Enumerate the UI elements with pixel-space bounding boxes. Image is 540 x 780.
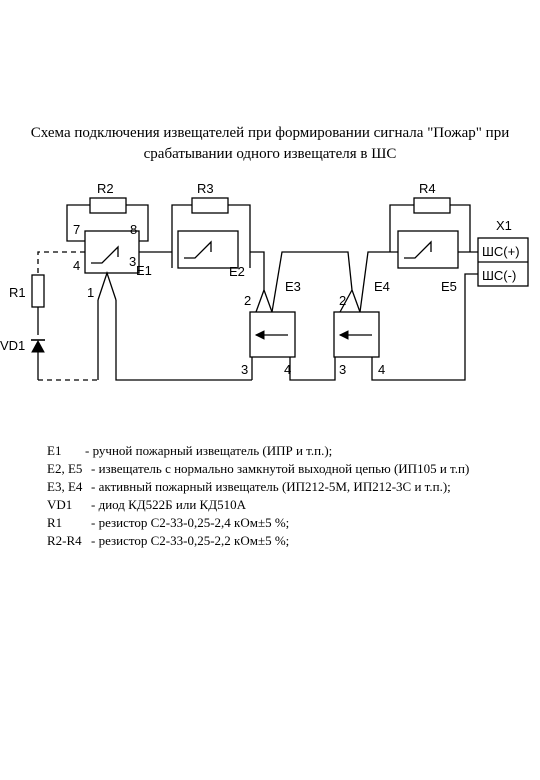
e1-pin1-lead	[97, 270, 117, 301]
pin-e4-4: 4	[378, 362, 385, 377]
wire-r2-right	[126, 204, 149, 242]
detector-e4-box	[333, 311, 380, 358]
terminal-plus: ШС(+)	[482, 244, 520, 259]
legend: E1 - ручной пожарный извещатель (ИПР и т.…	[47, 442, 527, 550]
pin-e1-8: 8	[130, 222, 137, 237]
legend-row: R1 - резистор С2-33-0,25-2,4 кОм±5 %;	[47, 514, 527, 532]
label-e1: E1	[136, 263, 152, 278]
wire-e4-pin4-to-terminal	[371, 273, 478, 381]
label-r1: R1	[9, 285, 26, 300]
pin-e1-7: 7	[73, 222, 80, 237]
label-e3: E3	[285, 279, 301, 294]
legend-code: E3, E4	[47, 479, 83, 494]
legend-row: E2, E5 - извещатель с нормально замкнутой…	[47, 460, 527, 478]
resistor-r4	[413, 197, 451, 214]
label-e5: E5	[441, 279, 457, 294]
label-r2: R2	[97, 181, 114, 196]
legend-row: E3, E4 - активный пожарный извещатель (ИП…	[47, 478, 527, 496]
pin-e3-2: 2	[244, 293, 251, 308]
wiring-diagram: R2 R3 R4 R1 VD1 7 8 4 3 1 E1 E2 2 E3 3 4…	[0, 181, 529, 381]
legend-code: E2, E5	[47, 461, 83, 476]
e2-switch-symbol	[184, 240, 212, 259]
wire-e4-to-e5	[359, 251, 398, 313]
pin-e4-3: 3	[339, 362, 346, 377]
label-x1: X1	[496, 218, 512, 233]
label-e4: E4	[374, 279, 390, 294]
e5-switch-symbol	[404, 240, 432, 259]
diode-vd1	[31, 339, 45, 353]
label-r4: R4	[419, 181, 436, 196]
wire-r4-right	[450, 204, 471, 252]
e3-arrow-icon	[254, 330, 265, 340]
legend-code: E1	[47, 443, 62, 458]
legend-code: R1	[47, 515, 63, 530]
label-e2: E2	[229, 264, 245, 279]
pin-e1-4: 4	[73, 258, 80, 273]
e1-switch-symbol	[91, 245, 119, 264]
legend-code: R2-R4	[47, 533, 82, 548]
e4-arrow-icon	[338, 330, 349, 340]
e3-pin2-lead-left	[255, 289, 265, 313]
wire-e2-to-e3	[250, 251, 273, 313]
e4-pin2-lead-right	[351, 289, 361, 313]
wire-r4-left	[389, 204, 414, 252]
legend-row: E1 - ручной пожарный извещатель (ИПР и т.…	[47, 442, 527, 460]
wire-e1-pin1-return	[115, 300, 252, 381]
diagram-title-continuation: срабатывании одного извещателя в ШС	[143, 146, 397, 162]
terminal-minus: ШС(-)	[482, 268, 516, 283]
label-vd1: VD1	[0, 338, 25, 353]
legend-desc: - резистор С2-33-0,25-2,4 кОм±5 %;	[91, 515, 290, 530]
legend-desc: - диод КД522Б или КД510А	[91, 497, 246, 512]
e4-pin2-lead-left	[339, 289, 353, 313]
diagram-title: Схема подключения извещателей при формир…	[30, 125, 510, 141]
wire-e3-to-e4-top	[271, 251, 353, 313]
pin-e3-3: 3	[241, 362, 248, 377]
resistor-r1	[31, 274, 45, 308]
legend-row: R2-R4 - резистор С2-33-0,25-2,2 кОм±5 %;	[47, 532, 527, 550]
pin-e3-4: 4	[284, 362, 291, 377]
label-r3: R3	[197, 181, 214, 196]
resistor-r2	[89, 197, 127, 214]
wire-r3-right	[228, 204, 251, 268]
resistor-r3	[191, 197, 229, 214]
wire-r3-left	[171, 204, 192, 268]
wire-r2-left	[66, 204, 90, 242]
pin-e1-1: 1	[87, 285, 94, 300]
legend-desc: - активный пожарный извещатель (ИП212-5М…	[91, 479, 451, 494]
detector-e2-box	[177, 230, 239, 269]
wire-r1-top-dashed	[37, 251, 85, 275]
legend-code: VD1	[47, 497, 73, 512]
legend-row: VD1 - диод КД522Б или КД510А	[47, 496, 527, 514]
legend-desc: - ручной пожарный извещатель (ИПР и т.п.…	[85, 443, 333, 458]
detector-e5-box	[397, 230, 459, 269]
pin-e4-2: 2	[339, 293, 346, 308]
legend-desc: - извещатель с нормально замкнутой выход…	[91, 461, 470, 476]
wire-e3-pin4-to-e4-pin3	[289, 357, 336, 381]
pin-e1-3: 3	[129, 254, 136, 269]
legend-desc: - резистор С2-33-0,25-2,2 кОм±5 %;	[91, 533, 290, 548]
